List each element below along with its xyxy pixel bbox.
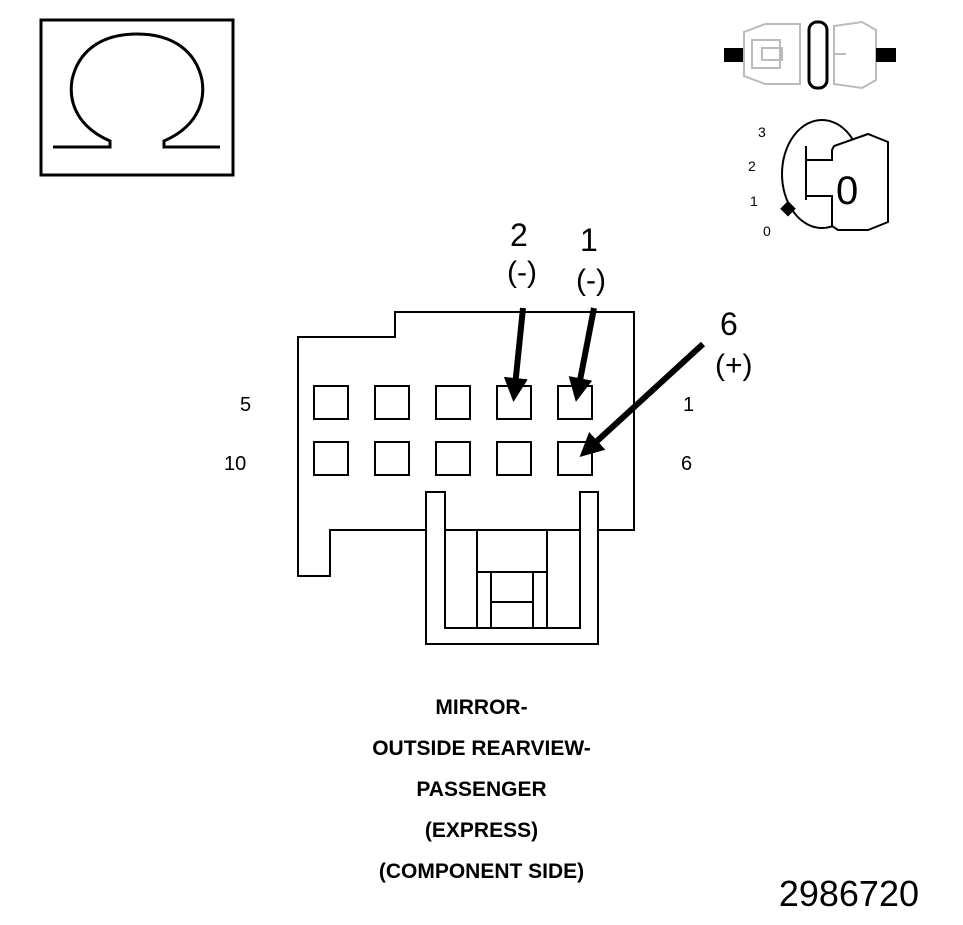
ignition-key-icon: 3 2 1 0 0: [748, 119, 889, 239]
probe-polarity-pin-6: (+): [715, 349, 753, 382]
ignition-position-3: 3: [758, 124, 766, 140]
terminal-9: [374, 441, 410, 476]
document-number: 2986720: [778, 873, 919, 914]
connector-terminals: [313, 385, 593, 476]
connector-housing: [297, 311, 635, 645]
terminal-3: [435, 385, 471, 420]
ignition-key-label: 0: [836, 169, 858, 213]
caption-line-5: (COMPONENT SIDE): [378, 860, 585, 883]
caption-line-2: OUTSIDE REARVIEW-: [372, 737, 591, 760]
terminal-5: [313, 385, 349, 420]
probe-arrow-pin-6: [579, 341, 706, 458]
probe-label-pin-6: 6: [720, 306, 738, 342]
probe-label-pin-1: 1: [580, 222, 598, 258]
ignition-position-1: 1: [750, 193, 758, 209]
caption-line-1: MIRROR-: [435, 696, 528, 719]
ignition-position-2: 2: [748, 158, 756, 174]
probe-arrow-pin-1: [568, 307, 597, 402]
terminal-10: [313, 441, 349, 476]
caption-line-3: PASSENGER: [416, 778, 547, 801]
connector-disconnected-icon: [724, 20, 896, 90]
probe-arrows: [503, 307, 706, 458]
row-label-top-left: 5: [240, 394, 251, 416]
caption-line-4: (EXPRESS): [424, 819, 539, 842]
row-label-bottom-right: 6: [681, 453, 692, 475]
terminal-7: [496, 441, 532, 476]
row-label-top-right: 1: [683, 394, 694, 416]
row-label-bottom-left: 10: [224, 453, 246, 475]
ignition-position-0: 0: [763, 223, 771, 239]
probe-polarity-pin-2: (-): [507, 256, 537, 289]
probe-arrow-pin-2: [503, 307, 528, 402]
ohm-symbol-icon: [39, 18, 235, 177]
terminal-6: [557, 441, 593, 476]
terminal-4: [374, 385, 410, 420]
terminal-8: [435, 441, 471, 476]
probe-label-pin-2: 2: [510, 217, 528, 253]
probe-polarity-pin-1: (-): [576, 264, 606, 297]
